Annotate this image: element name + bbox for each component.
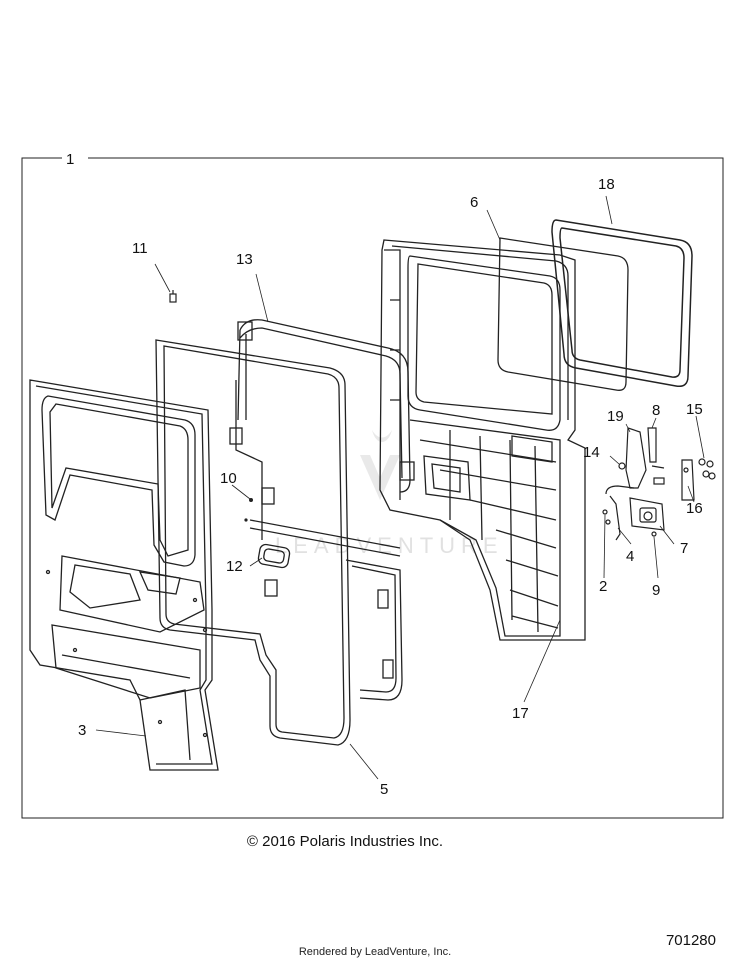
callout-16: 16 — [686, 500, 703, 517]
callout-5: 5 — [380, 781, 388, 798]
callout-9: 9 — [652, 582, 660, 599]
upper-tube-frame — [237, 319, 415, 493]
callout-3: 3 — [78, 722, 86, 739]
callout-labels: 1 11 13 6 18 10 12 3 5 17 19 8 15 14 16 … — [66, 151, 703, 798]
callout-10: 10 — [220, 470, 237, 487]
rendered-by-text: Rendered by LeadVenture, Inc. — [298, 946, 452, 958]
callout-6: 6 — [470, 194, 478, 211]
leader-lines — [95, 195, 705, 780]
callout-1: 1 — [66, 151, 74, 168]
watermark-logo — [360, 430, 400, 500]
callout-8: 8 — [652, 402, 660, 419]
window-glass-6 — [497, 237, 629, 391]
callout-12: 12 — [226, 558, 243, 575]
callout-2: 2 — [599, 578, 607, 595]
door-frame — [155, 339, 403, 746]
document-number: 701280 — [665, 932, 716, 949]
callout-18: 18 — [598, 176, 615, 193]
callout-7: 7 — [680, 540, 688, 557]
inner-door-panel — [29, 379, 219, 771]
callout-14: 14 — [583, 444, 600, 461]
latch-hardware — [602, 427, 716, 541]
callout-4: 4 — [626, 548, 634, 565]
fastener-10 — [244, 498, 253, 522]
outer-door-panel — [379, 239, 586, 641]
callout-11: 11 — [132, 240, 148, 257]
callout-17: 17 — [512, 705, 529, 722]
callout-15: 15 — [686, 401, 703, 418]
callout-13: 13 — [236, 251, 253, 268]
callout-19: 19 — [607, 408, 624, 425]
screw-11 — [169, 290, 177, 303]
assembly-frame — [21, 157, 724, 819]
grommet-12 — [257, 543, 291, 569]
window-seal-18 — [551, 219, 693, 388]
copyright-text: © 2016 Polaris Industries Inc. — [246, 833, 444, 850]
